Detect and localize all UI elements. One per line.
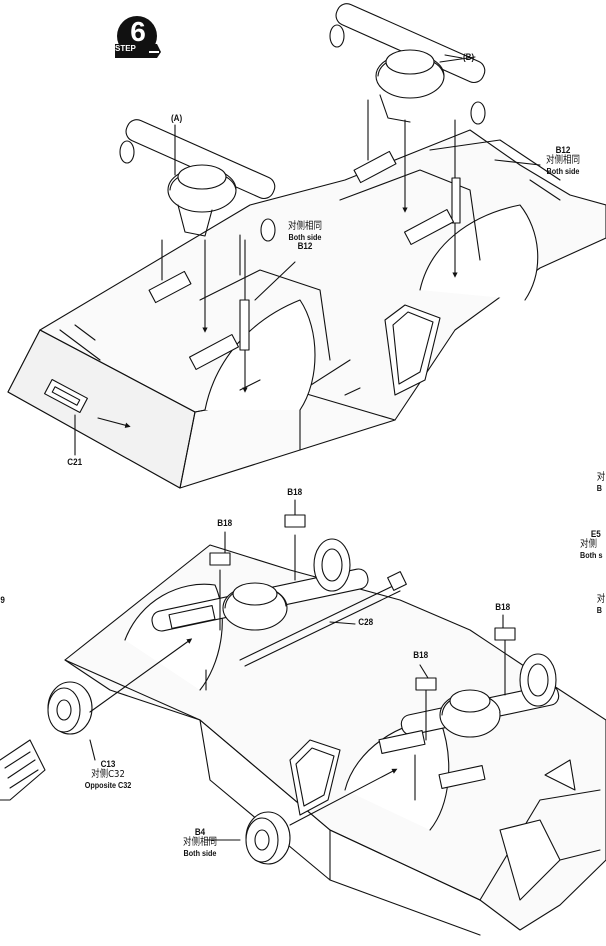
callout-edge-right-1: 对 B: [596, 472, 606, 494]
left-edge-part: [0, 739, 46, 801]
callout-b: (B): [462, 52, 475, 63]
part-note-cn: 对侧C32: [91, 769, 125, 780]
step-number: 6: [130, 16, 146, 47]
lower-axle-rear: [245, 627, 560, 865]
callout-b18-a: B18: [287, 487, 303, 498]
axle-b: [329, 3, 486, 278]
leaf-springs-bottom: [168, 605, 486, 789]
part-note-cn: 对: [596, 594, 606, 605]
part-note-en: Both side: [546, 166, 580, 176]
leaf-springs-top: [148, 150, 455, 370]
callout-b4: B4 对侧相同 Both side: [176, 827, 224, 859]
callout-b12-right: B12 对侧相同 Both side: [543, 145, 582, 177]
step-badge-shape: [115, 16, 161, 58]
part-number: E5: [590, 529, 601, 540]
callout-c28: C28: [358, 617, 374, 628]
step-word: STEP: [115, 44, 136, 53]
part-number: C13: [100, 759, 116, 770]
callout-c21: C21: [67, 457, 83, 468]
part-note-en: Both side: [288, 232, 322, 242]
part-note-cn: 对侧: [579, 539, 597, 550]
callout-edge-left: 9: [0, 595, 5, 606]
lower-axle-front: [47, 514, 407, 761]
part-number: B4: [194, 827, 206, 838]
callout-edge-right-2: 对 B: [596, 594, 606, 616]
callout-b18-c: B18: [495, 602, 511, 613]
part-note-en: B: [596, 483, 602, 493]
part-note-en: Opposite C32: [84, 780, 132, 790]
part-note-cn: 对侧相同: [546, 155, 580, 166]
step-badge: 6 STEP: [113, 14, 163, 62]
part-note-en: B: [596, 605, 602, 615]
callout-b18-b: B18: [217, 518, 233, 529]
part-note-cn: 对侧相同: [288, 221, 322, 232]
axle-a: [119, 119, 276, 393]
part-note-cn: 对: [596, 472, 606, 483]
callout-e5-partial: E5 对侧 Both s: [579, 529, 603, 561]
part-note-cn: 对侧相同: [183, 837, 217, 848]
upper-hull: [7, 129, 606, 489]
part-note-en: Both side: [183, 848, 217, 858]
callout-b18-d: B18: [413, 650, 429, 661]
part-number: B12: [555, 145, 571, 156]
part-number: B12: [297, 241, 313, 252]
part-note-en: Both s: [579, 550, 603, 560]
callout-b12-left: 对侧相同 Both side B12: [284, 222, 327, 252]
lower-hull: [64, 544, 606, 936]
callout-c13: C13 对侧C32 Opposite C32: [83, 759, 134, 791]
callout-a: (A): [170, 113, 183, 124]
